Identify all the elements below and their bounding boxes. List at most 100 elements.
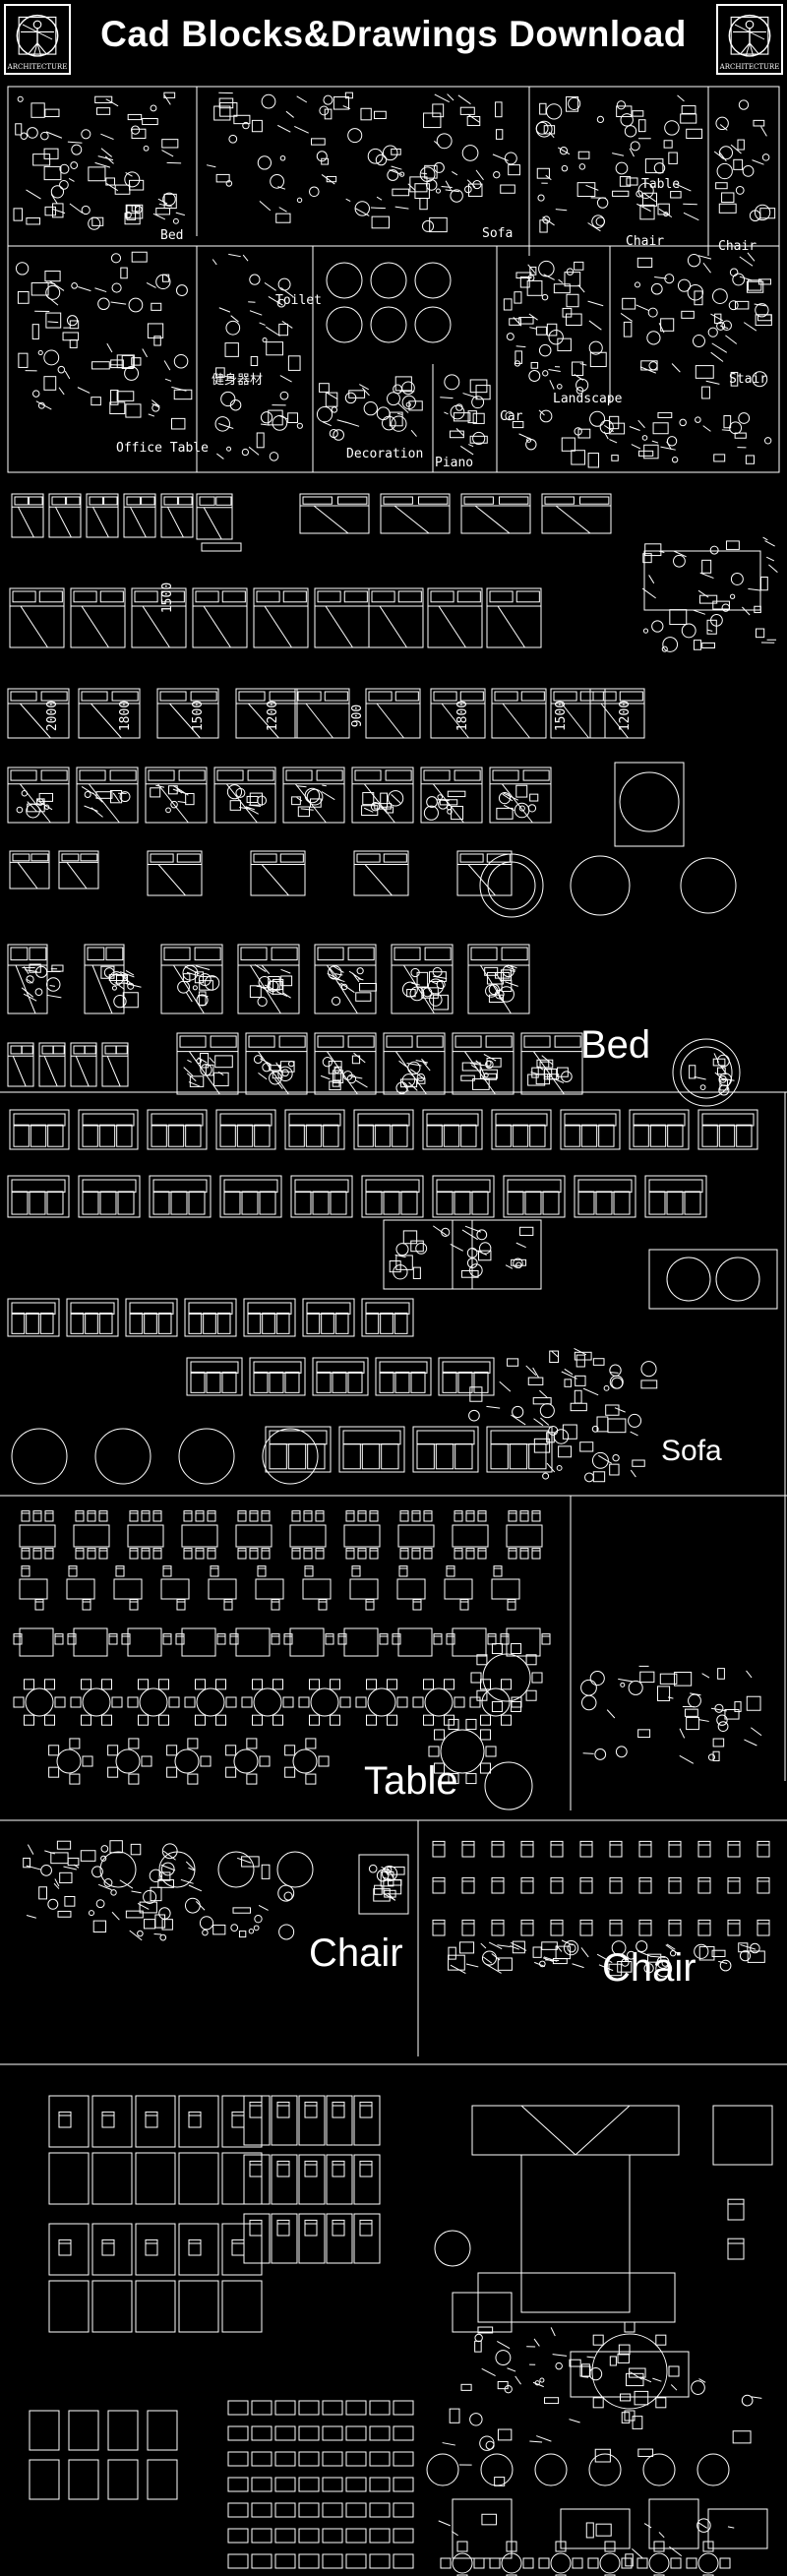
- overview-bed-block: [127, 113, 143, 121]
- overview-table-block: [670, 191, 682, 199]
- office-furniture-block: [477, 2326, 494, 2334]
- sofa-cushion: [613, 1191, 631, 1215]
- chair-seat: [550, 1923, 564, 1936]
- pillow: [470, 947, 498, 961]
- chair-right-block: [598, 1964, 614, 1972]
- bed-pattern: [23, 993, 37, 1002]
- chair-seat: [200, 1755, 212, 1767]
- table-top: [82, 1687, 111, 1717]
- chair-seat: [332, 2164, 345, 2177]
- bed-block: [58, 850, 99, 889]
- overview-bed-block: [162, 192, 176, 207]
- sofa-cushion: [649, 1124, 667, 1147]
- sofa-cushion: [223, 1191, 241, 1215]
- bed-pattern: [184, 965, 200, 975]
- sofa-cushion: [185, 1124, 202, 1147]
- overview-sofa-block: [500, 184, 515, 194]
- bed-pattern: [95, 791, 113, 799]
- chair-back: [304, 2219, 318, 2225]
- chair-back: [162, 1565, 172, 1569]
- blanket-fold: [379, 605, 407, 648]
- blanket-fold: [20, 703, 51, 739]
- overview-stair-block: [671, 363, 681, 373]
- bed-block: [245, 1032, 308, 1095]
- bed-pattern: [196, 994, 209, 1007]
- chair-seat: [330, 1679, 340, 1690]
- chair-right-block: [649, 1955, 666, 1958]
- round-bed: [570, 855, 631, 916]
- bed-pattern: [185, 792, 195, 806]
- chair-seat: [423, 1679, 434, 1690]
- overview-chair-block: [735, 185, 745, 195]
- sofa-cushion: [82, 1191, 99, 1215]
- sofa-block: [438, 1357, 495, 1396]
- bed-pattern: [426, 796, 438, 808]
- bed-block: [294, 688, 350, 739]
- pillow: [279, 853, 304, 863]
- chair-back: [34, 1599, 44, 1603]
- chair-seat: [609, 1844, 623, 1858]
- overview-sofa-block: [424, 164, 438, 179]
- sofa-cushion: [416, 1442, 435, 1470]
- chair-seat: [305, 1738, 317, 1749]
- bed-pattern: [168, 785, 178, 795]
- overview-landscape-block: [506, 333, 515, 341]
- bed-pattern: [214, 1055, 233, 1069]
- bed-pattern: [258, 975, 272, 989]
- sofa-cushion: [188, 1191, 206, 1215]
- chair-right-block: [636, 1940, 648, 1953]
- office-desk: [135, 2223, 176, 2276]
- chair-right-block: [738, 1942, 749, 1953]
- overview-toilet-block: [256, 432, 265, 449]
- sofa-cushion: [471, 1191, 489, 1215]
- chair-terrace-pattern: [376, 1869, 390, 1882]
- overview-chair-block: [715, 116, 729, 131]
- bed-size-label: 1800: [118, 700, 134, 732]
- chair-seat: [491, 1923, 505, 1936]
- office-mixed-block: [697, 2522, 707, 2529]
- chair-back: [609, 1840, 623, 1846]
- overview-office-block: [106, 342, 113, 353]
- training-desk: [322, 2528, 343, 2544]
- overview-stair-block: [639, 366, 656, 374]
- overview-sofa-block: [233, 114, 251, 125]
- overview-toilet-block: [214, 416, 230, 432]
- chair-back: [129, 1599, 139, 1603]
- overview-label-sofa: Sofa: [482, 226, 514, 241]
- sofa-block: [422, 1109, 483, 1150]
- pillow: [21, 1045, 33, 1055]
- overview-toilet-block: [268, 296, 283, 306]
- chair-back: [183, 1510, 193, 1514]
- sofa-cushion: [443, 1124, 460, 1147]
- chair-right-block: [617, 1960, 633, 1973]
- overview-landscape-block: [543, 274, 555, 280]
- sofa-corner-block: [579, 1441, 594, 1452]
- table-top: [501, 2552, 522, 2574]
- chair-back: [365, 1599, 375, 1603]
- sofa-corner-block: [562, 1424, 577, 1440]
- overview-landscape-block: [588, 340, 603, 355]
- chair-seat: [168, 1696, 180, 1708]
- chair-back: [121, 1633, 131, 1637]
- overview-sofa-block: [257, 155, 272, 170]
- chair-seat: [252, 1679, 263, 1690]
- chair-back: [668, 1876, 682, 1882]
- office-workstation: [353, 2213, 381, 2264]
- chair-left-block: [54, 1878, 60, 1887]
- bed-accessory-block: [642, 553, 652, 564]
- pillow: [515, 590, 540, 603]
- bed-pattern: [422, 987, 433, 998]
- bed-accessory-block: [651, 620, 664, 633]
- bed-block: [213, 767, 276, 824]
- training-desk: [298, 2400, 320, 2416]
- training-desk: [369, 2451, 391, 2467]
- bed-pattern: [277, 1066, 293, 1081]
- chair-seat: [412, 1601, 422, 1611]
- chair-back: [231, 2239, 245, 2244]
- overview-office-block: [43, 376, 57, 391]
- overview-piano-block: [468, 444, 474, 448]
- chair-seat: [101, 1679, 112, 1690]
- bed-accessory-block: [669, 609, 688, 626]
- sofa-cushion: [151, 1124, 167, 1147]
- overview-office-block: [148, 413, 155, 417]
